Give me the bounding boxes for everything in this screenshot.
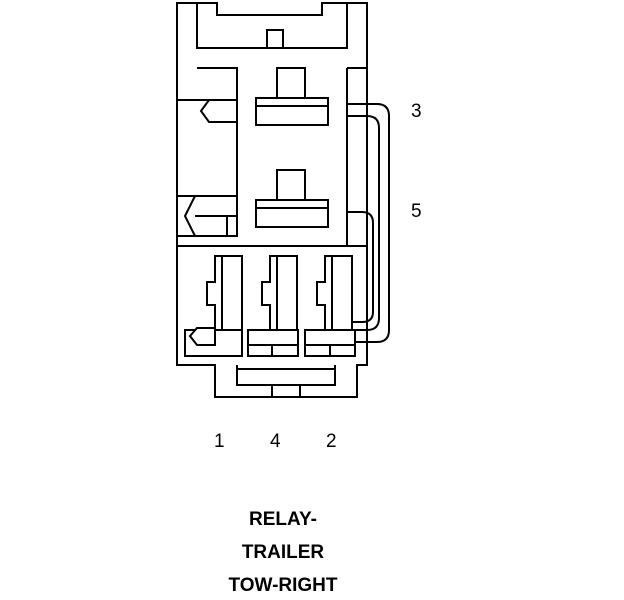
- pin-label-4: 4: [270, 431, 281, 452]
- terminal-pin-5: [255, 169, 329, 228]
- housing-outline: [176, 2, 368, 398]
- base-plate: [236, 365, 336, 397]
- left-blade-lower: [177, 195, 238, 237]
- caption-line-3: TOW-RIGHT: [228, 575, 337, 596]
- lower-cavity-pin-2: [304, 255, 356, 357]
- latch-bar: [196, 3, 348, 49]
- lower-cavity-pin-4: [247, 255, 299, 357]
- caption-line-1: RELAY-: [249, 509, 317, 530]
- inner-cavity-right: [346, 67, 367, 247]
- latch-tab: [266, 29, 284, 49]
- pin-label-1: 1: [214, 431, 225, 452]
- left-blade-upper: [177, 99, 238, 123]
- lower-cavity-pin-1: [184, 255, 243, 357]
- pin-label-3: 3: [411, 101, 422, 122]
- pin-label-5: 5: [411, 201, 422, 222]
- caption-line-2: TRAILER: [242, 542, 325, 563]
- wire-inner: [347, 211, 374, 323]
- wire-mid: [347, 115, 380, 331]
- pin-label-2: 2: [326, 431, 337, 452]
- jumper-wires: [347, 103, 390, 343]
- terminal-pin-3: [255, 67, 329, 126]
- wire-outer: [347, 103, 390, 343]
